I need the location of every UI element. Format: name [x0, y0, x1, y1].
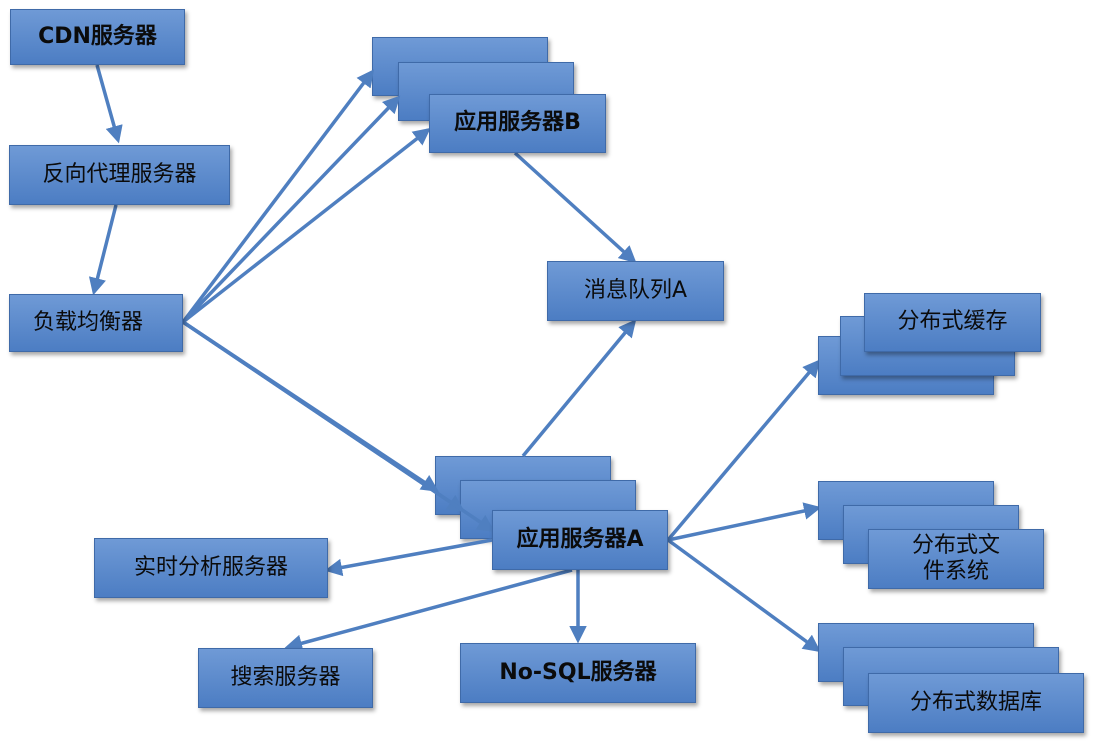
arrow-app-b-to-mq	[513, 151, 637, 264]
load-balancer-node-label-holder: 负载均衡器	[9, 294, 183, 352]
cdn-server-label: CDN服务器	[38, 23, 157, 49]
load-balancer-label: 负载均衡器	[33, 309, 144, 335]
message-queue-a-label: 消息队列A	[583, 277, 688, 303]
app-server-a-label: 应用服务器A	[516, 526, 644, 552]
distributed-fs-label: 分布式文件系统	[911, 532, 1000, 584]
app-server-a-node: 应用服务器A	[492, 510, 668, 570]
arrow-app-a-to-mq	[521, 319, 637, 458]
arrow-app-a-to-db	[666, 538, 821, 653]
search-server-label: 搜索服务器	[230, 664, 341, 690]
reverse-proxy-label: 反向代理服务器	[42, 161, 197, 187]
distributed-cache-label: 分布式缓存	[897, 309, 1008, 335]
cdn-server-node: CDN服务器	[10, 9, 185, 65]
app-server-b-label: 应用服务器B	[454, 110, 581, 136]
arrow-app-a-to-realtime	[324, 538, 493, 577]
message-queue-a-node: 消息队列A	[547, 261, 724, 321]
arrow-cdn-to-proxy	[95, 64, 123, 144]
arrow-lb-to-app-a-1	[182, 320, 439, 492]
realtime-analytics-node: 实时分析服务器	[94, 538, 328, 598]
distributed-db-label: 分布式数据库	[909, 689, 1042, 715]
reverse-proxy-node: 反向代理服务器	[9, 145, 230, 205]
distributed-fs-node: 分布式文件系统	[868, 529, 1044, 589]
arrow-app-a-to-fs	[667, 502, 822, 542]
search-server-node: 搜索服务器	[198, 648, 373, 708]
arrow-lb-to-app-b-2	[181, 95, 401, 324]
nosql-server-label: No-SQL服务器	[499, 659, 657, 685]
arrow-app-a-to-cache	[666, 359, 821, 542]
nosql-server-node: No-SQL服务器	[460, 643, 696, 703]
arrow-app-a-to-search	[284, 568, 573, 652]
arrow-proxy-to-lb	[88, 204, 118, 296]
distributed-cache-node: 分布式缓存	[864, 293, 1041, 352]
distributed-db-node: 分布式数据库	[868, 673, 1084, 733]
app-server-b-node: 应用服务器B	[429, 94, 606, 153]
arrow-lb-to-app-a-2	[182, 320, 465, 512]
realtime-analytics-label: 实时分析服务器	[133, 554, 288, 580]
load-balancer-node	[9, 294, 183, 352]
